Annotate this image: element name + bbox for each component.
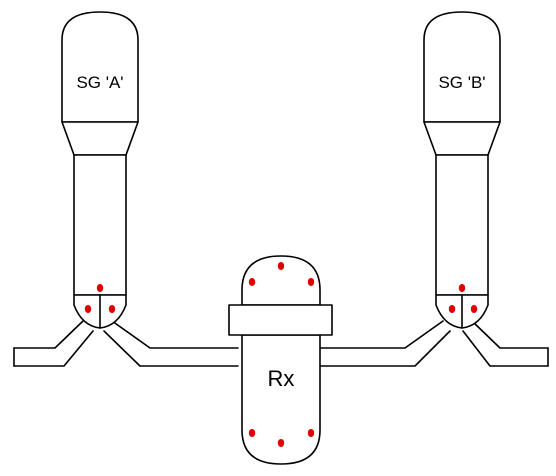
right-piping <box>317 320 549 367</box>
rx-head-point-right <box>307 278 315 286</box>
left-crossover-pipe-lower <box>103 330 239 367</box>
sg-a-label: SG 'A' <box>76 73 123 92</box>
rx-head-point-left <box>248 278 256 286</box>
sg-b-tube-bundle-shell <box>435 154 489 296</box>
left-crossover-pipe-upper <box>111 320 239 349</box>
reactor-flange <box>228 304 333 336</box>
right-crossover-pipe-upper <box>317 320 444 349</box>
reactor-label: Rx <box>268 366 295 391</box>
sg-a-point-top <box>96 284 104 292</box>
sg-a-point-left <box>84 305 92 313</box>
rx-head-point-center <box>277 262 285 270</box>
left-outer-pipe-upper <box>13 320 84 349</box>
right-outer-pipe-lower <box>462 330 549 367</box>
sg-b-point-left <box>448 305 456 313</box>
sg-b-steam-dome <box>423 11 501 123</box>
left-outer-pipe-lower <box>13 330 94 367</box>
rx-bottom-point-right <box>307 429 315 437</box>
sg-a-transition-cone <box>61 121 139 156</box>
left-piping <box>13 320 239 367</box>
sg-b-label: SG 'B' <box>438 73 485 92</box>
steam-generator-b: SG 'B' <box>423 11 501 329</box>
sg-b-point-right <box>470 305 478 313</box>
sg-b-transition-cone <box>423 121 501 156</box>
rx-bottom-point-left <box>248 429 256 437</box>
reactor-upper-head <box>241 255 321 306</box>
sg-a-tube-bundle-shell <box>73 154 127 296</box>
sg-a-point-right <box>108 305 116 313</box>
sg-b-point-top <box>458 284 466 292</box>
steam-generator-a: SG 'A' <box>61 11 139 329</box>
sg-a-steam-dome <box>61 11 139 123</box>
measurement-points <box>84 262 478 447</box>
right-outer-pipe-upper <box>471 320 549 349</box>
right-crossover-pipe-lower <box>317 330 451 367</box>
reactor-vessel-body <box>241 334 321 465</box>
reactor-vessel: Rx <box>228 255 333 465</box>
rx-bottom-point-center <box>277 439 285 447</box>
